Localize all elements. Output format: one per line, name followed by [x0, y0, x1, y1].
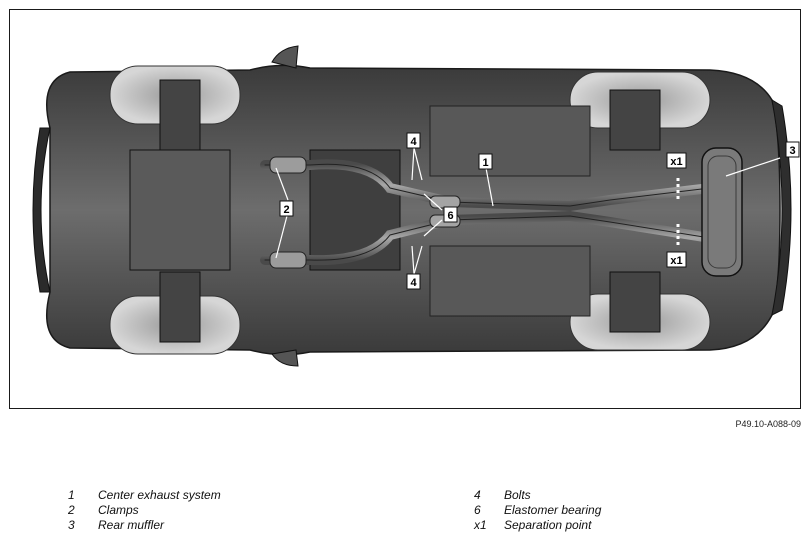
underbody-panel-right [429, 245, 591, 317]
legend-item: 1 Center exhaust system [68, 488, 221, 503]
svg-text:2: 2 [283, 204, 289, 216]
underbody-panel-left [429, 105, 591, 177]
callout-2: 2 [279, 200, 294, 217]
legend-number: 3 [68, 518, 75, 532]
legend-number: 2 [68, 503, 75, 517]
center-exhaust-system [260, 159, 715, 266]
rear-muffler [701, 147, 743, 277]
legend-item: 4 Bolts [474, 488, 601, 503]
vehicle-underbody-illustration: 1 2 3 4 4 6 x1 x1 [32, 45, 800, 367]
callout-6: 6 [443, 206, 458, 223]
svg-text:x1: x1 [670, 156, 682, 168]
diagram-frame: 1 2 3 4 4 6 x1 x1 [9, 9, 801, 409]
legend-right: 4 Bolts 6 Elastomer bearing x1 Separatio… [474, 488, 601, 533]
legend-item: 6 Elastomer bearing [474, 503, 601, 518]
svg-text:4: 4 [410, 277, 417, 289]
legend-label: Rear muffler [98, 518, 165, 532]
legend-label: Separation point [504, 518, 592, 532]
front-suspension [129, 79, 231, 343]
legend-number: 1 [68, 488, 75, 502]
svg-text:6: 6 [447, 210, 453, 222]
legend-number: 4 [474, 488, 481, 502]
right-mirror [271, 349, 299, 367]
legend-number: 6 [474, 503, 481, 517]
rear-suspension [609, 89, 661, 333]
left-mirror [271, 45, 299, 69]
legend-item: 3 Rear muffler [68, 518, 221, 533]
figure-id: P49.10-A088-09 [735, 419, 801, 429]
legend-label: Bolts [504, 488, 531, 502]
legend-label: Center exhaust system [98, 488, 221, 502]
catalyst-upper [269, 156, 307, 174]
legend-number: x1 [474, 518, 487, 532]
catalyst-lower [269, 251, 307, 269]
resonator-upper [429, 195, 461, 209]
callout-x1-top: x1 [666, 152, 687, 169]
callout-4-top: 4 [406, 132, 421, 149]
legend-label: Clamps [98, 503, 139, 517]
legend-item: 2 Clamps [68, 503, 221, 518]
car-body [46, 64, 781, 356]
callout-3: 3 [785, 141, 800, 158]
legend-label: Elastomer bearing [504, 503, 602, 517]
callout-x1-bottom: x1 [666, 251, 687, 268]
svg-text:3: 3 [789, 145, 795, 157]
legend-item: x1 Separation point [474, 518, 601, 533]
legend-left: 1 Center exhaust system 2 Clamps 3 Rear … [68, 488, 221, 533]
svg-text:x1: x1 [670, 255, 682, 267]
callout-1: 1 [478, 153, 493, 170]
svg-text:4: 4 [410, 136, 417, 148]
svg-text:1: 1 [482, 157, 488, 169]
front-bumper [32, 127, 51, 293]
leader-lines [275, 147, 781, 275]
callout-4-bottom: 4 [406, 273, 421, 290]
